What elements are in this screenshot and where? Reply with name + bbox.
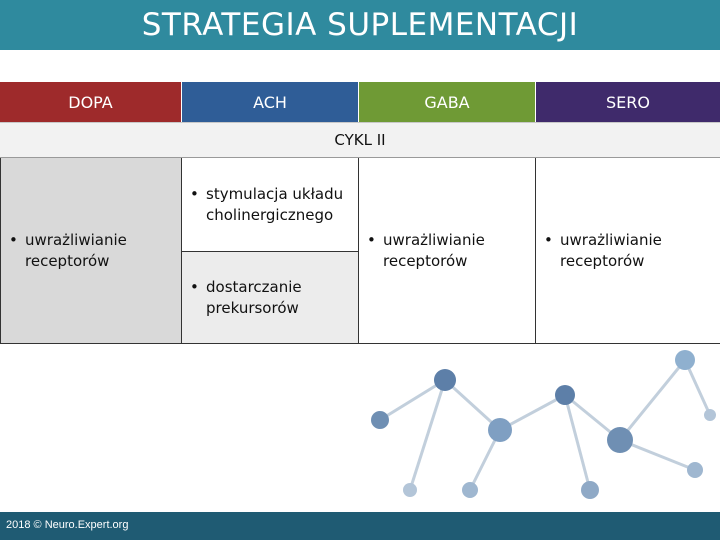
header-dopa: DOPA: [0, 82, 182, 122]
footer-copyright: 2018 © Neuro.Expert.org: [6, 519, 129, 531]
cell-dopa: uwrażliwianie receptorów: [0, 158, 182, 344]
cell-ach-bottom: dostarczanie prekursorów: [182, 252, 358, 343]
cell-gaba: uwrażliwianie receptorów: [359, 158, 536, 344]
header-ach-label: ACH: [253, 92, 287, 112]
molecule-network-image: [371, 350, 716, 499]
list-item: uwrażliwianie receptorów: [359, 230, 509, 272]
supplement-table: DOPA ACH GABA SERO CYKL II uwrażliwianie…: [0, 82, 720, 344]
ach-top-list: stymulacja układu cholinergicznego: [182, 184, 350, 226]
footer-bar: [0, 512, 720, 540]
header-sero: SERO: [536, 82, 720, 122]
sero-list: uwrażliwianie receptorów: [536, 230, 686, 272]
cell-ach: stymulacja układu cholinergicznego dosta…: [182, 158, 359, 344]
ach-bottom-list: dostarczanie prekursorów: [182, 277, 332, 319]
list-item: uwrażliwianie receptorów: [536, 230, 686, 272]
header-sero-label: SERO: [606, 92, 650, 112]
cycle-label: CYKL II: [334, 131, 386, 149]
list-item: dostarczanie prekursorów: [182, 277, 332, 319]
header-gaba-label: GABA: [424, 92, 470, 112]
title-bar: STRATEGIA SUPLEMENTACJI: [0, 0, 720, 50]
dopa-list: uwrażliwianie receptorów: [1, 230, 181, 272]
list-item: uwrażliwianie receptorów: [1, 230, 171, 272]
cell-ach-top: stymulacja układu cholinergicznego: [182, 158, 358, 252]
gaba-list: uwrażliwianie receptorów: [359, 230, 509, 272]
cycle-row: CYKL II: [0, 122, 720, 158]
header-dopa-label: DOPA: [68, 92, 113, 112]
page-title: STRATEGIA SUPLEMENTACJI: [141, 7, 579, 43]
header-gaba: GABA: [359, 82, 536, 122]
header-ach: ACH: [182, 82, 359, 122]
list-item: stymulacja układu cholinergicznego: [182, 184, 350, 226]
cell-sero: uwrażliwianie receptorów: [536, 158, 720, 344]
